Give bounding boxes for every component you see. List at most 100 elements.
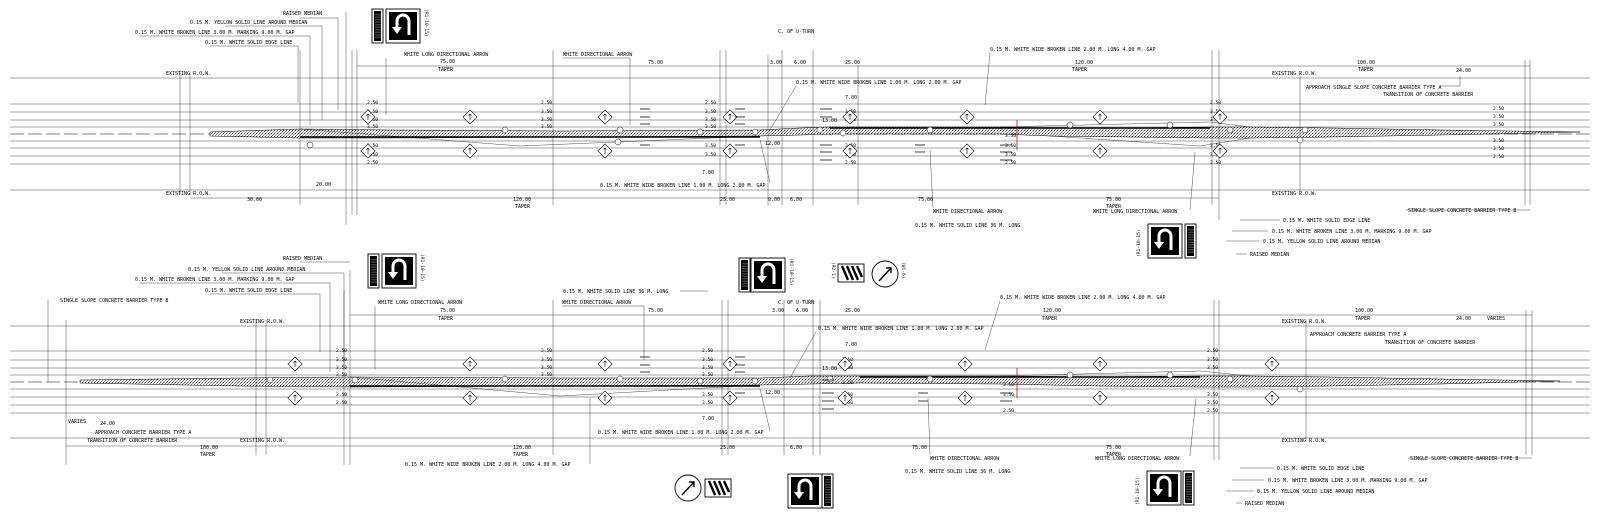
annotation-text: 3.50 (1003, 382, 1014, 388)
annotation-text: 3.50 (1003, 392, 1014, 398)
annotation-text: 3.50 (702, 372, 713, 378)
annotation-text: 25.00 (845, 308, 860, 314)
annotation-text: WHITE DIRECTIONAL ARROW (563, 52, 633, 58)
annotation-text: (W1-6) (900, 262, 906, 279)
annotation-text: 0.15 M. WHITE WIDE BROKEN LINE 2.00 M. L… (405, 462, 571, 468)
annotation-text: 75.00 (1106, 197, 1121, 203)
annotation-text: 3.00 (772, 308, 784, 314)
annotation-text: 6.00 (790, 197, 802, 203)
bottom-circle-markers (266, 371, 1304, 393)
annotation-text: 0.15 M. YELLOW SOLID LINE AROUND MEDIAN (190, 20, 307, 26)
annotation-text: TRANSITION OF CONCRETE BARRIER (1385, 340, 1476, 346)
annotation-text: 7.00 (845, 95, 857, 101)
annotation-text: 75.00 (918, 197, 933, 203)
annotation-text: EXISTING R.O.W. (1272, 71, 1317, 77)
annotation-text: EXISTING R.O.W. (240, 438, 285, 444)
annotation-text: EXISTING R.O.W. (1272, 191, 1317, 197)
annotation-text: 100.00 (1355, 308, 1373, 314)
annotation-text: 25.00 (720, 197, 735, 203)
annotation-text: TAPER (1358, 67, 1374, 73)
annotation-text: 75.00 (648, 60, 663, 66)
annotation-text: EXISTING R.O.W. (1282, 319, 1327, 325)
annotation-text: TAPER (1042, 316, 1058, 322)
bottom-right-callouts: APPROACH CONCRETE BARRIER TYPE A TRANSIT… (1226, 316, 1532, 507)
annotation-text: 7.00 (702, 416, 714, 422)
top-raised-median (209, 126, 1581, 139)
annotation-text: VARIES (68, 419, 86, 425)
annotation-text: 75.00 (440, 308, 455, 314)
annotation-text: 24.00 (1456, 316, 1471, 322)
annotation-text: 2.50 (1207, 408, 1218, 414)
annotation-text: TAPER (438, 67, 454, 73)
annotation-text: (R1-10-15) (788, 258, 794, 286)
annotation-text: 0.15 M. YELLOW SOLID LINE AROUND MEDIAN (1263, 239, 1380, 245)
annotation-text: 75.00 (1106, 445, 1121, 451)
annotation-text: (R1-10-15) (423, 9, 429, 37)
annotation-text: 3.50 (702, 357, 713, 363)
top-left-callouts: RAISED MEDIAN 0.15 M. YELLOW SOLID LINE … (135, 11, 1196, 229)
top-plan: 75.00 TAPER 75.00 3.00 6.00 25.00 120.00… (10, 7, 1590, 260)
annotation-text: 2.50 (705, 100, 716, 106)
annotation-text: 3.50 (1207, 392, 1218, 398)
annotation-text: APPROACH SINGLE SLOPE CONCRETE BARRIER T… (1306, 85, 1441, 91)
annotation-text: (R1-10-15) (419, 254, 425, 282)
annotation-text: 3.50 (1210, 152, 1221, 158)
annotation-text: APPROACH CONCRETE BARRIER TYPE A (1310, 332, 1406, 338)
annotation-text: TAPER (1072, 67, 1088, 73)
annotation-text: 3.50 (705, 124, 716, 130)
annotation-text: 3.50 (705, 117, 716, 123)
annotation-text: 0.15 M. WHITE SOLID EDGE LINE (1277, 466, 1364, 472)
annotation-text: RAISED MEDIAN (1250, 252, 1289, 258)
annotation-text: 0.15 M. WHITE SOLID EDGE LINE (205, 40, 292, 46)
annotation-text: WHITE DIRECTIONAL ARROW (562, 300, 632, 306)
annotation-text: 2.50 (336, 400, 347, 406)
annotation-text: 120.00 (1043, 308, 1061, 314)
annotation-text: TAPER (515, 204, 531, 210)
annotation-text: 13.00 (822, 118, 837, 124)
annotation-text: 3.50 (842, 380, 853, 386)
annotation-text: 0.15 M. WHITE SOLID EDGE LINE (1283, 218, 1370, 224)
annotation-text: 3.50 (1207, 357, 1218, 363)
annotation-text: 3.00 (770, 60, 782, 66)
top-dims: 75.00 TAPER 75.00 3.00 6.00 25.00 120.00… (438, 59, 1471, 74)
annotation-text: 2.50 (336, 348, 347, 354)
annotation-text: (R1-10-15) (1135, 477, 1141, 505)
annotation-text: WHITE DIRECTIONAL ARROW (930, 456, 1000, 462)
annotation-text: 3.50 (336, 392, 347, 398)
annotation-text: 3.50 (367, 143, 378, 149)
annotation-text: 3.50 (1210, 109, 1221, 115)
annotation-text: VARIES (1487, 316, 1505, 322)
annotation-text: 3.50 (367, 152, 378, 158)
annotation-text: 0.15 M. WHITE WIDE BROKEN LINE 1.00 M. L… (818, 326, 984, 332)
top-bottom-dims: 30.00 120.00 TAPER 25.00 9.00 6.00 75.00… (247, 95, 1122, 210)
annotation-text: 12.00 (765, 141, 780, 147)
annotation-text: WHITE LONG DIRECTIONAL ARROW (1093, 209, 1178, 215)
annotation-text: 0.15 M. WHITE WIDE BROKEN LINE 1.00 M. L… (600, 183, 766, 189)
annotation-text: EXISTING R.O.W. (240, 319, 285, 325)
annotation-text: 0.15 M. WHITE WIDE BROKEN LINE 1.00 M. L… (796, 80, 962, 86)
annotation-text: (R2-1) (830, 262, 836, 279)
annotation-text: 3.50 (541, 109, 552, 115)
annotation-text: 0.15 M. WHITE BROKEN LINE 3.00 M. MARKIN… (1272, 229, 1432, 235)
annotation-text: 3.50 (367, 117, 378, 123)
bottom-dims: 75.00 TAPER 75.00 3.00 6.00 25.00 120.00… (438, 308, 1471, 322)
annotation-text: 0.15 M. WHITE BROKEN LINE 3.00 M. MARKIN… (135, 277, 295, 283)
annotation-text: 75.00 (648, 308, 663, 314)
top-right-callouts: APPROACH SINGLE SLOPE CONCRETE BARRIER T… (1226, 71, 1530, 258)
annotation-text: 2.50 (845, 160, 856, 166)
annotation-text: 3.50 (1493, 114, 1504, 120)
annotation-text: EXISTING R.O.W. (1282, 438, 1327, 444)
annotation-text: 75.00 (912, 445, 927, 451)
annotation-text: 6.00 (794, 60, 806, 66)
annotation-text: 24.00 (1456, 68, 1471, 74)
annotation-text: 0.15 M. WHITE SOLID LINE 36 M. LONG (915, 223, 1020, 229)
annotation-text: 120.00 (1075, 60, 1093, 66)
annotation-text: 3.50 (1210, 143, 1221, 149)
annotation-text: 0.15 M. WHITE SOLID LINE 36 M. LONG (905, 469, 1010, 475)
annotation-text: 75.00 (440, 59, 455, 65)
annotation-text: TRANSITION OF CONCRETE BARRIER (1383, 92, 1474, 98)
annotation-text: 0.15 M. YELLOW SOLID LINE AROUND MEDIAN (1257, 489, 1374, 495)
annotation-text: 3.50 (541, 372, 552, 378)
annotation-text: 13.00 (822, 366, 837, 372)
annotation-text: TAPER (1355, 316, 1371, 322)
